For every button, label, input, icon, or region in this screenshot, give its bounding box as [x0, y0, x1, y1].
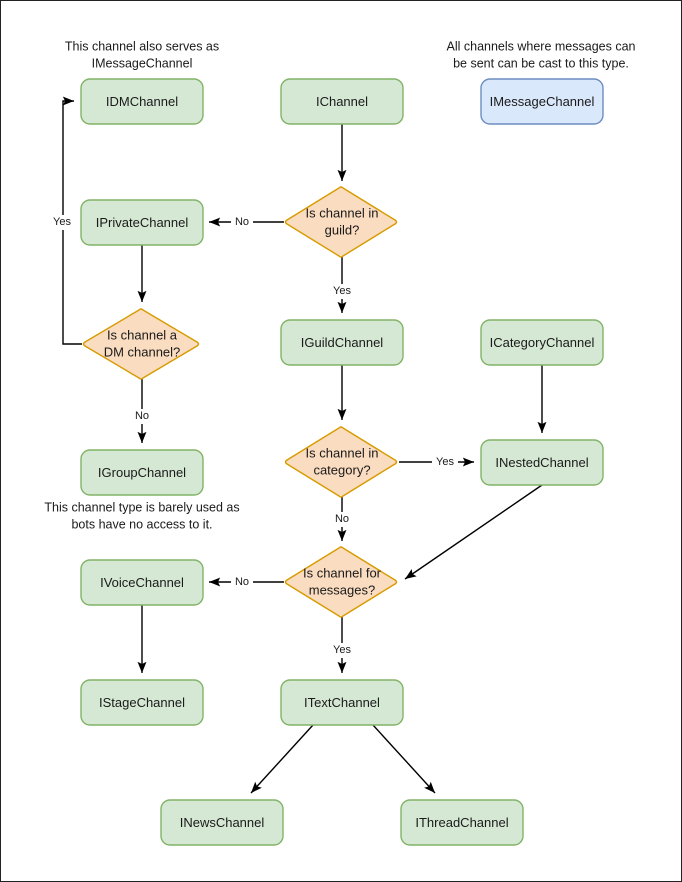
node-idmchannel-label: IDMChannel [106, 94, 178, 109]
node-decision-is-channel-in-category-shape[interactable] [284, 426, 398, 498]
node-ithreadchannel-shape[interactable] [400, 799, 524, 846]
note-group-channel: This channel type is barely used as bots… [44, 500, 239, 531]
node-istagechannel-label: IStageChannel [99, 695, 185, 710]
node-inewschannel[interactable]: INewsChannel [160, 799, 284, 846]
node-inestedchannel-label: INestedChannel [495, 455, 588, 470]
edge-label-dm-no: No [135, 410, 149, 422]
node-ichannel[interactable]: IChannel [280, 78, 404, 125]
node-decision-category-line-2: category? [313, 462, 370, 477]
edge-label-bg-no-category [331, 512, 353, 527]
note-message-channel: All channels where messages can be sent … [447, 39, 636, 70]
node-icategorychannel-label: ICategoryChannel [490, 335, 595, 350]
node-decision-messages-line-1: Is channel for [303, 565, 382, 580]
edge-label-dm-yes: Yes [53, 216, 71, 228]
node-iprivatechannel[interactable]: IPrivateChannel [80, 199, 204, 246]
node-decision-category-line-1: Is channel in [306, 445, 379, 460]
node-icategorychannel[interactable]: ICategoryChannel [480, 319, 604, 366]
edges-layer: IPrivateChannel --> No IGuildChannel -->… [49, 96, 547, 794]
node-iprivatechannel-label: IPrivateChannel [96, 215, 189, 230]
node-ithreadchannel-label: IThreadChannel [415, 815, 508, 830]
node-decision-is-channel-in-guild-shape[interactable] [284, 186, 398, 258]
node-decision-guild-line-1: Is channel in [306, 205, 379, 220]
node-ivoicechannel-shape[interactable] [80, 559, 204, 606]
edge-label-bg-yes-category [432, 455, 458, 470]
note-dm-channel: This channel also serves as IMessageChan… [65, 39, 219, 70]
node-decision-is-channel-for-messages[interactable]: Is channel for messages? [284, 546, 398, 618]
edge-label-guild-yes: Yes [333, 285, 351, 297]
node-igroupchannel[interactable]: IGroupChannel [80, 449, 204, 496]
node-decision-is-channel-dm-shape[interactable] [82, 308, 200, 380]
node-ivoicechannel[interactable]: IVoiceChannel [80, 559, 204, 606]
node-icategorychannel-shape[interactable] [480, 319, 604, 366]
node-decision-messages-line-2: messages? [309, 582, 375, 597]
edge-label-bg-yes-messages [329, 643, 355, 658]
note-message-line-2: be sent can be cast to this type. [453, 56, 629, 70]
edge-nested-to-messages [404, 484, 543, 580]
node-imessagechannel-shape[interactable] [480, 78, 604, 125]
edge-label-category-yes: Yes [436, 456, 454, 468]
node-decision-is-channel-in-guild[interactable]: Is channel in guild? [284, 186, 398, 258]
node-iguildchannel-label: IGuildChannel [301, 335, 383, 350]
node-decision-is-channel-dm[interactable]: Is channel a DM channel? [82, 308, 200, 380]
note-group-line-1: This channel type is barely used as [44, 500, 239, 514]
edge-text-to-news [250, 724, 314, 794]
note-dm-line-1: This channel also serves as [65, 39, 219, 53]
edge-label-bg-yes-dm [49, 215, 75, 230]
node-istagechannel[interactable]: IStageChannel [80, 679, 204, 726]
edge-label-guild-no: No [235, 216, 249, 228]
node-inewschannel-shape[interactable] [160, 799, 284, 846]
node-decision-is-channel-in-category[interactable]: Is channel in category? [284, 426, 398, 498]
node-inestedchannel-shape[interactable] [480, 439, 604, 486]
node-ichannel-label: IChannel [316, 94, 368, 109]
edge-label-bg-no-guild [231, 214, 253, 229]
edge-label-bg-yes-guild [329, 284, 355, 299]
node-inestedchannel[interactable]: INestedChannel [480, 439, 604, 486]
node-ivoicechannel-label: IVoiceChannel [100, 575, 184, 590]
node-istagechannel-shape[interactable] [80, 679, 204, 726]
node-decision-dm-line-1: Is channel a [107, 327, 178, 342]
node-idmchannel-shape[interactable] [80, 78, 204, 125]
node-imessagechannel-label: IMessageChannel [490, 94, 595, 109]
edge-label-messages-no: No [235, 576, 249, 588]
edge-label-category-no: No [335, 513, 349, 525]
node-igroupchannel-label: IGroupChannel [98, 465, 186, 480]
note-dm-line-2: IMessageChannel [92, 56, 193, 70]
node-decision-guild-line-2: guild? [325, 222, 360, 237]
node-decision-is-channel-for-messages-shape[interactable] [284, 546, 398, 618]
node-igroupchannel-shape[interactable] [80, 449, 204, 496]
node-ithreadchannel[interactable]: IThreadChannel [400, 799, 524, 846]
node-iprivatechannel-shape[interactable] [80, 199, 204, 246]
node-itextchannel[interactable]: ITextChannel [280, 679, 404, 726]
edge-label-bg-no-messages [231, 575, 253, 590]
edge-label-messages-yes: Yes [333, 644, 351, 656]
note-group-line-2: bots have no access to it. [71, 517, 212, 531]
edge-label-bg-no-dm [131, 409, 153, 424]
node-itextchannel-label: ITextChannel [304, 695, 380, 710]
node-iguildchannel-shape[interactable] [280, 319, 404, 366]
node-imessagechannel[interactable]: IMessageChannel [480, 78, 604, 125]
node-itextchannel-shape[interactable] [280, 679, 404, 726]
note-message-line-1: All channels where messages can [447, 39, 636, 53]
edge-text-to-thread [372, 724, 436, 794]
node-idmchannel[interactable]: IDMChannel [80, 78, 204, 125]
node-ichannel-shape[interactable] [280, 78, 404, 125]
node-iguildchannel[interactable]: IGuildChannel [280, 319, 404, 366]
node-inewschannel-label: INewsChannel [180, 815, 265, 830]
node-decision-dm-line-2: DM channel? [104, 344, 181, 359]
